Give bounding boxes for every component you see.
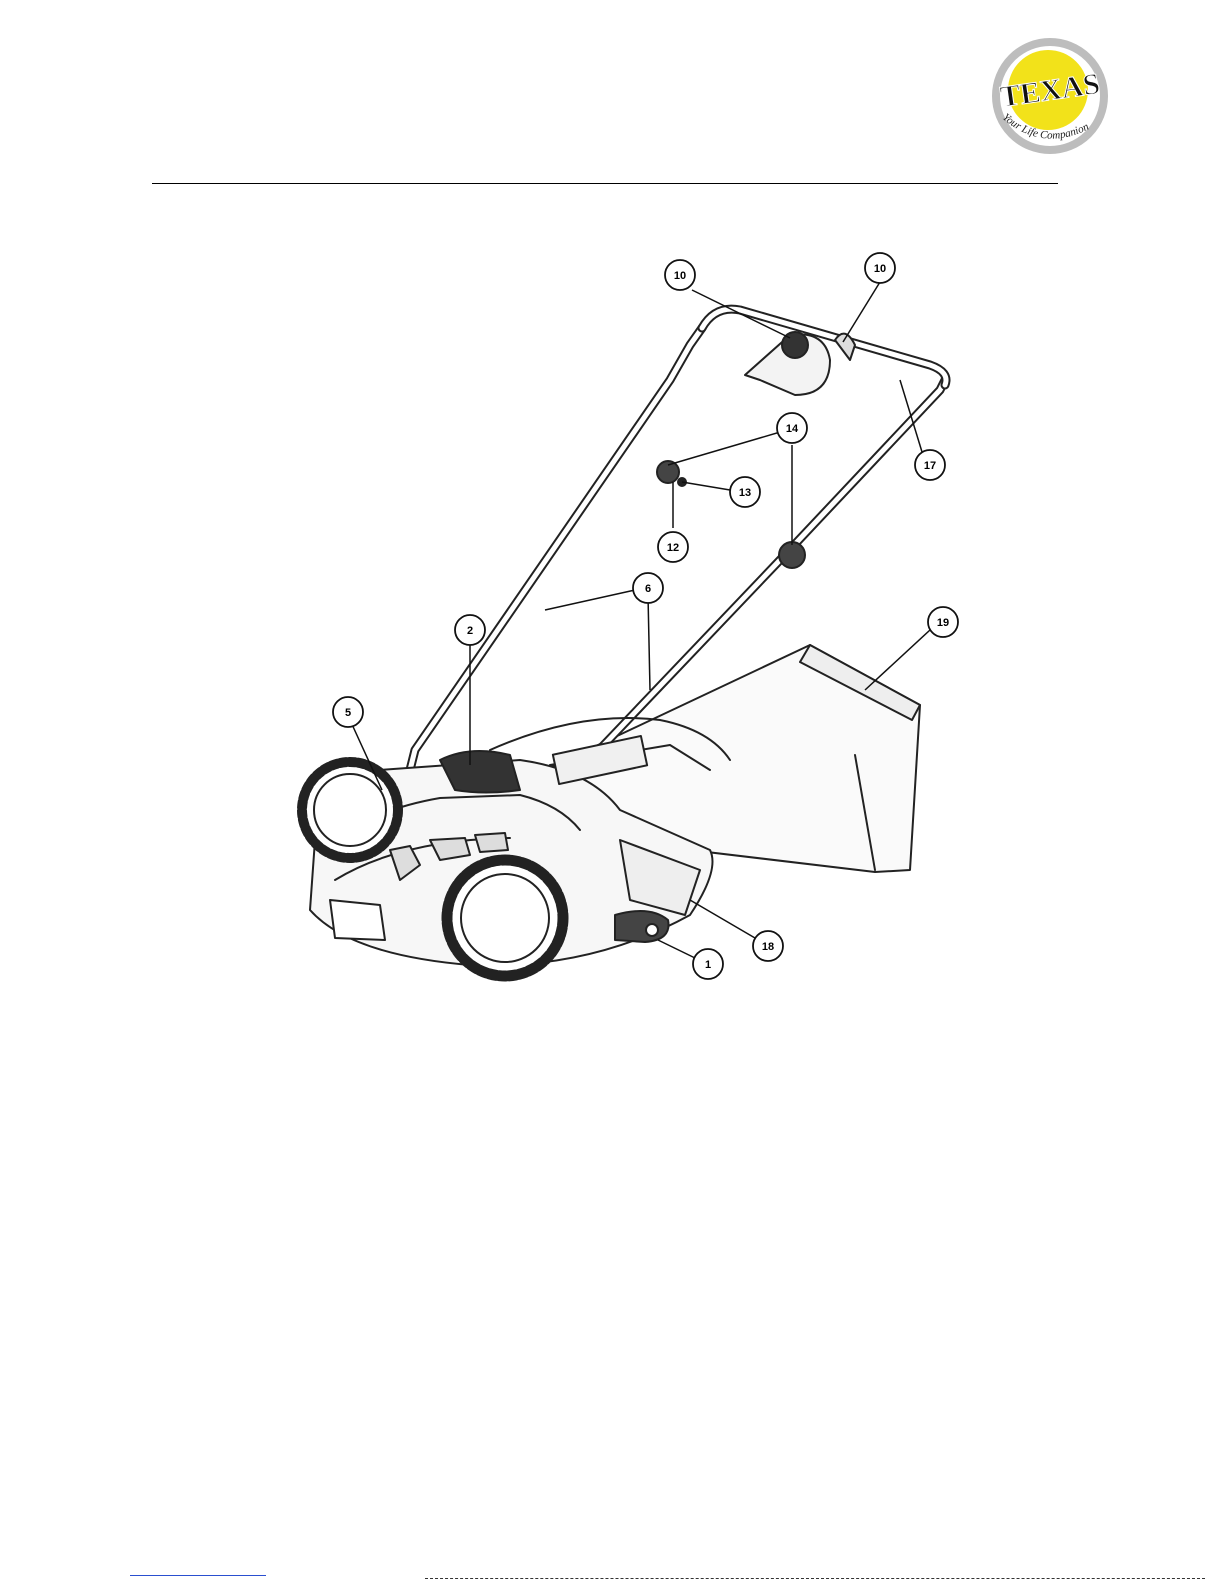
height-adjust-lever xyxy=(615,911,669,942)
callout-2: 2 xyxy=(455,615,485,645)
callout-12: 12 xyxy=(658,532,688,562)
callout-label: 18 xyxy=(762,941,774,953)
callout-5: 5 xyxy=(333,697,363,727)
callout-label: 17 xyxy=(924,460,936,472)
callout-10-switch: 10 xyxy=(665,260,695,290)
callout-label: 12 xyxy=(667,542,679,554)
callout-label: 13 xyxy=(739,487,751,499)
callout-label: 6 xyxy=(645,583,651,595)
callout-label: 10 xyxy=(874,263,886,275)
callout-label: 14 xyxy=(786,423,799,435)
callout-label: 19 xyxy=(937,617,949,629)
clamp-knob-lower xyxy=(779,542,805,568)
callout-label: 2 xyxy=(467,625,473,637)
callout-6: 6 xyxy=(633,573,663,603)
callout-13: 13 xyxy=(730,477,760,507)
footer-rule xyxy=(425,1578,1205,1579)
texas-logo: TEXAS Your Life Companion xyxy=(990,38,1110,158)
callout-17: 17 xyxy=(915,450,945,480)
callout-10-lever: 10 xyxy=(865,253,895,283)
callout-label: 5 xyxy=(345,707,351,719)
callout-19: 19 xyxy=(928,607,958,637)
callout-label: 10 xyxy=(674,270,686,282)
header-rule xyxy=(152,183,1058,184)
callout-1: 1 xyxy=(693,949,723,979)
product-diagram: 10 10 14 13 12 17 6 2 xyxy=(290,250,970,995)
footer-link-underline xyxy=(130,1575,266,1576)
callout-14: 14 xyxy=(777,413,807,443)
callout-label: 1 xyxy=(705,959,711,971)
callout-18: 18 xyxy=(753,931,783,961)
